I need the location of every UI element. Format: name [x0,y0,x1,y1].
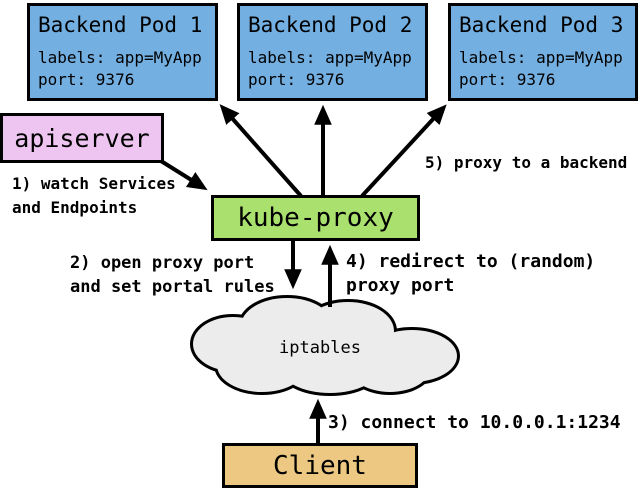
annotation-step2-line1: 2) open proxy port [70,253,255,273]
annotation-step2-line2: and set portal rules [70,277,275,297]
kube-proxy-label: kube-proxy [237,203,394,233]
annotation-step4-line1: 4) redirect to (random) [346,251,596,272]
arrow-kubeproxy-to-pod1 [219,104,303,198]
kube-proxy-box: kube-proxy [211,195,420,241]
backend-pod-1-title: Backend Pod 1 [38,13,203,37]
apiserver-label: apiserver [14,123,150,153]
annotation-step1-line1: 1) watch Services [12,174,176,193]
backend-pod-3-box: Backend Pod 3 labels: app=MyApp port: 93… [448,3,638,101]
arrow-apiserver-to-kubeproxy [159,159,208,191]
annotation-step5-proxy-backend: 5) proxy to a backend [425,151,627,175]
client-box: Client [222,443,418,488]
backend-pod-1-box: Backend Pod 1 labels: app=MyApp port: 93… [27,3,218,101]
annotation-step1-line2: and Endpoints [12,198,138,217]
cloud-bump-fill [217,338,307,392]
apiserver-box: apiserver [0,113,164,163]
cloud-bump-fill [350,344,430,392]
backend-pod-1-port: port: 9376 [38,70,135,89]
backend-pod-2-port: port: 9376 [248,70,345,89]
annotation-step4-redirect: 4) redirect to (random) proxy port [346,250,595,298]
annotation-step2-open-proxy-port: 2) open proxy port and set portal rules [70,251,275,299]
annotation-step3-line1: 3) connect to 10.0.0.1:1234 [328,412,621,433]
iptables-label: iptables [279,338,361,358]
backend-pod-2-title: Backend Pod 2 [248,13,413,37]
backend-pod-3-port: port: 9376 [459,70,556,89]
backend-pod-3-labels: labels: app=MyApp [459,48,623,67]
annotation-step4-line2: proxy port [346,275,455,296]
annotation-step5-line1: 5) proxy to a backend [425,153,628,172]
arrow-kubeproxy-to-pod3 [360,104,447,198]
cloud-bump-fill [280,341,380,393]
client-label: Client [273,450,367,481]
backend-pod-3-title: Backend Pod 3 [459,13,624,37]
backend-pod-2-box: Backend Pod 2 labels: app=MyApp port: 93… [237,3,428,101]
iptables-cloud-shape [190,295,460,396]
backend-pod-2-labels: labels: app=MyApp [248,48,412,67]
annotation-step1-watch-services: 1) watch Services and Endpoints [12,172,176,220]
annotation-step3-connect: 3) connect to 10.0.0.1:1234 [328,411,621,435]
backend-pod-1-labels: labels: app=MyApp [38,48,202,67]
